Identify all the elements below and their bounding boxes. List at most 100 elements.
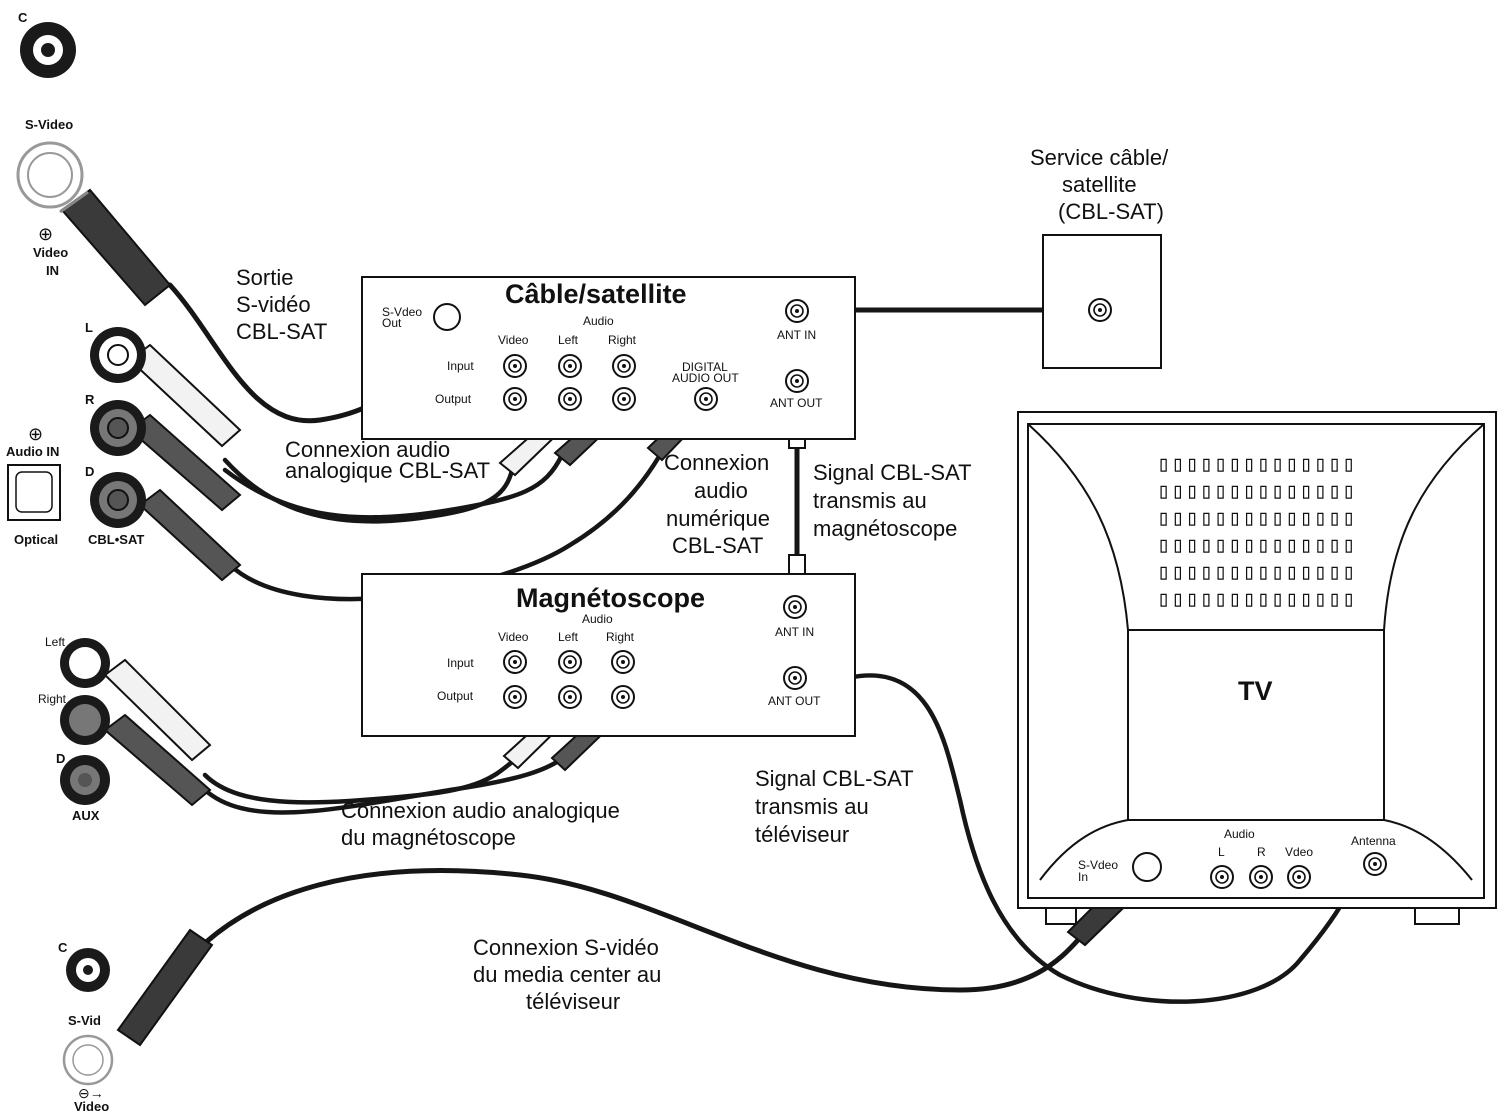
cbl-svideo-out-1: S-Vdeo bbox=[382, 305, 422, 319]
mc-label-cblsat: CBL•SAT bbox=[88, 532, 144, 547]
mc-label-c-bottom: C bbox=[58, 940, 68, 955]
svideo-plug-mc-top bbox=[59, 188, 172, 307]
media-center-panel: C S-Video ⊕ Video IN L R ⊕ Audio IN bbox=[6, 10, 146, 1112]
rca-jack-r bbox=[90, 400, 146, 456]
tv-svideo-in-2: In bbox=[1078, 870, 1088, 884]
svg-text:▯▯▯▯▯▯▯▯▯▯▯▯▯▯: ▯▯▯▯▯▯▯▯▯▯▯▯▯▯ bbox=[1157, 560, 1356, 585]
tv-jack-l bbox=[1210, 865, 1234, 889]
tv-jack-antenna bbox=[1363, 852, 1387, 876]
cbl-jack-video-out bbox=[503, 387, 527, 411]
svideo-cable-tv bbox=[165, 868, 1081, 993]
mc-label-d1: D bbox=[85, 464, 94, 479]
cbl-svideo-jack bbox=[433, 303, 461, 331]
tv-antenna: Antenna bbox=[1351, 834, 1396, 848]
analog-audio-cable-vcr-left bbox=[202, 757, 518, 805]
vcr-left: Left bbox=[558, 630, 579, 644]
cbl-output: Output bbox=[435, 392, 472, 406]
cbl-video: Video bbox=[498, 333, 529, 347]
caption-sortie-3: CBL-SAT bbox=[236, 319, 327, 344]
analog-audio-cable-cbl-right bbox=[222, 452, 565, 520]
composite-jack-bottom bbox=[66, 948, 110, 992]
mc-label-audio-in: Audio IN bbox=[6, 444, 59, 459]
caption-signal-tv-3: téléviseur bbox=[755, 822, 849, 847]
cbl-jack-left-out bbox=[558, 387, 582, 411]
mc-label-r: R bbox=[85, 392, 95, 407]
digital-jack bbox=[90, 472, 146, 528]
captions: Sortie S-vidéo CBL-SAT Connexion audio a… bbox=[236, 265, 972, 1014]
svg-text:▯▯▯▯▯▯▯▯▯▯▯▯▯▯: ▯▯▯▯▯▯▯▯▯▯▯▯▯▯ bbox=[1157, 533, 1356, 558]
svideo-plug-mc-bottom bbox=[116, 928, 214, 1047]
mc-label-video: Video bbox=[33, 245, 68, 260]
caption-svideo-tv-2: du media center au bbox=[473, 962, 661, 987]
tv-svideo-jack bbox=[1132, 852, 1162, 882]
vcr-jack-right-out bbox=[611, 685, 635, 709]
service-caption-1: Service câble/ bbox=[1030, 145, 1169, 170]
tv-l: L bbox=[1218, 845, 1225, 859]
mc-label-left: Left bbox=[45, 635, 66, 649]
caption-analog-cbl-1: Connexion audio bbox=[285, 437, 450, 462]
svg-text:▯▯▯▯▯▯▯▯▯▯▯▯▯▯: ▯▯▯▯▯▯▯▯▯▯▯▯▯▯ bbox=[1157, 452, 1356, 477]
cbl-input: Input bbox=[447, 359, 474, 373]
cables bbox=[165, 282, 1355, 1004]
vcr-input: Input bbox=[447, 656, 474, 670]
caption-signal-vcr-1: Signal CBL-SAT bbox=[813, 460, 972, 485]
vcr-jack-left-in bbox=[558, 650, 582, 674]
cbl-digital-1: DIGITAL bbox=[682, 360, 728, 374]
rca-plug-dark-mc-vcr bbox=[103, 713, 212, 807]
cbl-ant-in: ANT IN bbox=[777, 328, 816, 342]
vcr-jack-ant-in bbox=[783, 595, 807, 619]
analog-audio-cable-vcr-right bbox=[202, 757, 563, 815]
rca-jack-right-aux bbox=[60, 695, 110, 745]
rca-plug-white-mc-vcr bbox=[103, 658, 212, 762]
caption-svideo-tv-1: Connexion S-vidéo bbox=[473, 935, 659, 960]
cbl-left: Left bbox=[558, 333, 579, 347]
mc-label-right: Right bbox=[38, 692, 67, 706]
mc-label-in: IN bbox=[46, 263, 59, 278]
caption-digital-cbl-3: numérique bbox=[666, 506, 770, 531]
cbl-title: Câble/satellite bbox=[505, 279, 687, 309]
svideo-jack-top bbox=[16, 141, 84, 209]
svg-text:▯▯▯▯▯▯▯▯▯▯▯▯▯▯: ▯▯▯▯▯▯▯▯▯▯▯▯▯▯ bbox=[1157, 479, 1356, 504]
mc-label-d2: D bbox=[56, 751, 65, 766]
audio-in-arrow-icon: ⊕ bbox=[28, 424, 43, 444]
rca-jack-aux-d bbox=[60, 755, 110, 805]
service-caption-3: (CBL-SAT) bbox=[1058, 199, 1164, 224]
vcr-ant-in: ANT IN bbox=[775, 625, 814, 639]
caption-digital-cbl-4: CBL-SAT bbox=[672, 533, 763, 558]
vcr-box: Magnétoscope Audio Video Left Right Inpu… bbox=[361, 573, 856, 737]
vcr-jack-video-in bbox=[503, 650, 527, 674]
mc-label-c-top: C bbox=[18, 10, 28, 25]
video-in-arrow-icon: ⊕ bbox=[38, 224, 53, 244]
svideo-jack-bottom bbox=[62, 1034, 114, 1086]
tv-r: R bbox=[1257, 845, 1266, 859]
service-jack bbox=[1088, 298, 1112, 322]
cable-satellite-box: Câble/satellite S-Vdeo Out Audio Video L… bbox=[361, 276, 856, 440]
tv-video: Vdeo bbox=[1285, 845, 1313, 859]
service-caption-2: satellite bbox=[1062, 172, 1137, 197]
caption-analog-vcr-1: Connexion audio analogique bbox=[341, 798, 620, 823]
tv: ▯▯▯▯▯▯▯▯▯▯▯▯▯▯ ▯▯▯▯▯▯▯▯▯▯▯▯▯▯ ▯▯▯▯▯▯▯▯▯▯… bbox=[1017, 411, 1497, 925]
caption-signal-tv-2: transmis au bbox=[755, 794, 869, 819]
vcr-jack-left-out bbox=[558, 685, 582, 709]
tv-audio: Audio bbox=[1224, 827, 1255, 841]
cbl-jack-ant-out bbox=[785, 369, 809, 393]
mc-label-svideo-bottom: S-Vid bbox=[68, 1013, 101, 1028]
tv-jack-video bbox=[1287, 865, 1311, 889]
tv-svideo-in-1: S-Vdeo bbox=[1078, 858, 1118, 872]
tv-vents: ▯▯▯▯▯▯▯▯▯▯▯▯▯▯ ▯▯▯▯▯▯▯▯▯▯▯▯▯▯ ▯▯▯▯▯▯▯▯▯▯… bbox=[1157, 452, 1356, 612]
mc-label-svideo: S-Video bbox=[25, 117, 73, 132]
optical-jack bbox=[7, 464, 61, 521]
cbl-audio: Audio bbox=[583, 314, 614, 328]
vcr-audio: Audio bbox=[582, 612, 613, 626]
mc-label-video-bottom: Video bbox=[74, 1099, 109, 1112]
caption-analog-cbl-2: analogique CBL-SAT bbox=[285, 458, 490, 483]
svg-text:▯▯▯▯▯▯▯▯▯▯▯▯▯▯: ▯▯▯▯▯▯▯▯▯▯▯▯▯▯ bbox=[1157, 587, 1356, 612]
mc-label-optical: Optical bbox=[14, 532, 58, 547]
cbl-right: Right bbox=[608, 333, 637, 347]
cbl-jack-ant-in bbox=[785, 299, 809, 323]
vcr-output: Output bbox=[437, 689, 474, 703]
cbl-digital-2: AUDIO OUT bbox=[672, 371, 739, 385]
service-cable-satellite: Service câble/ satellite (CBL-SAT) bbox=[1030, 145, 1169, 369]
rca-jack-l bbox=[90, 327, 146, 383]
